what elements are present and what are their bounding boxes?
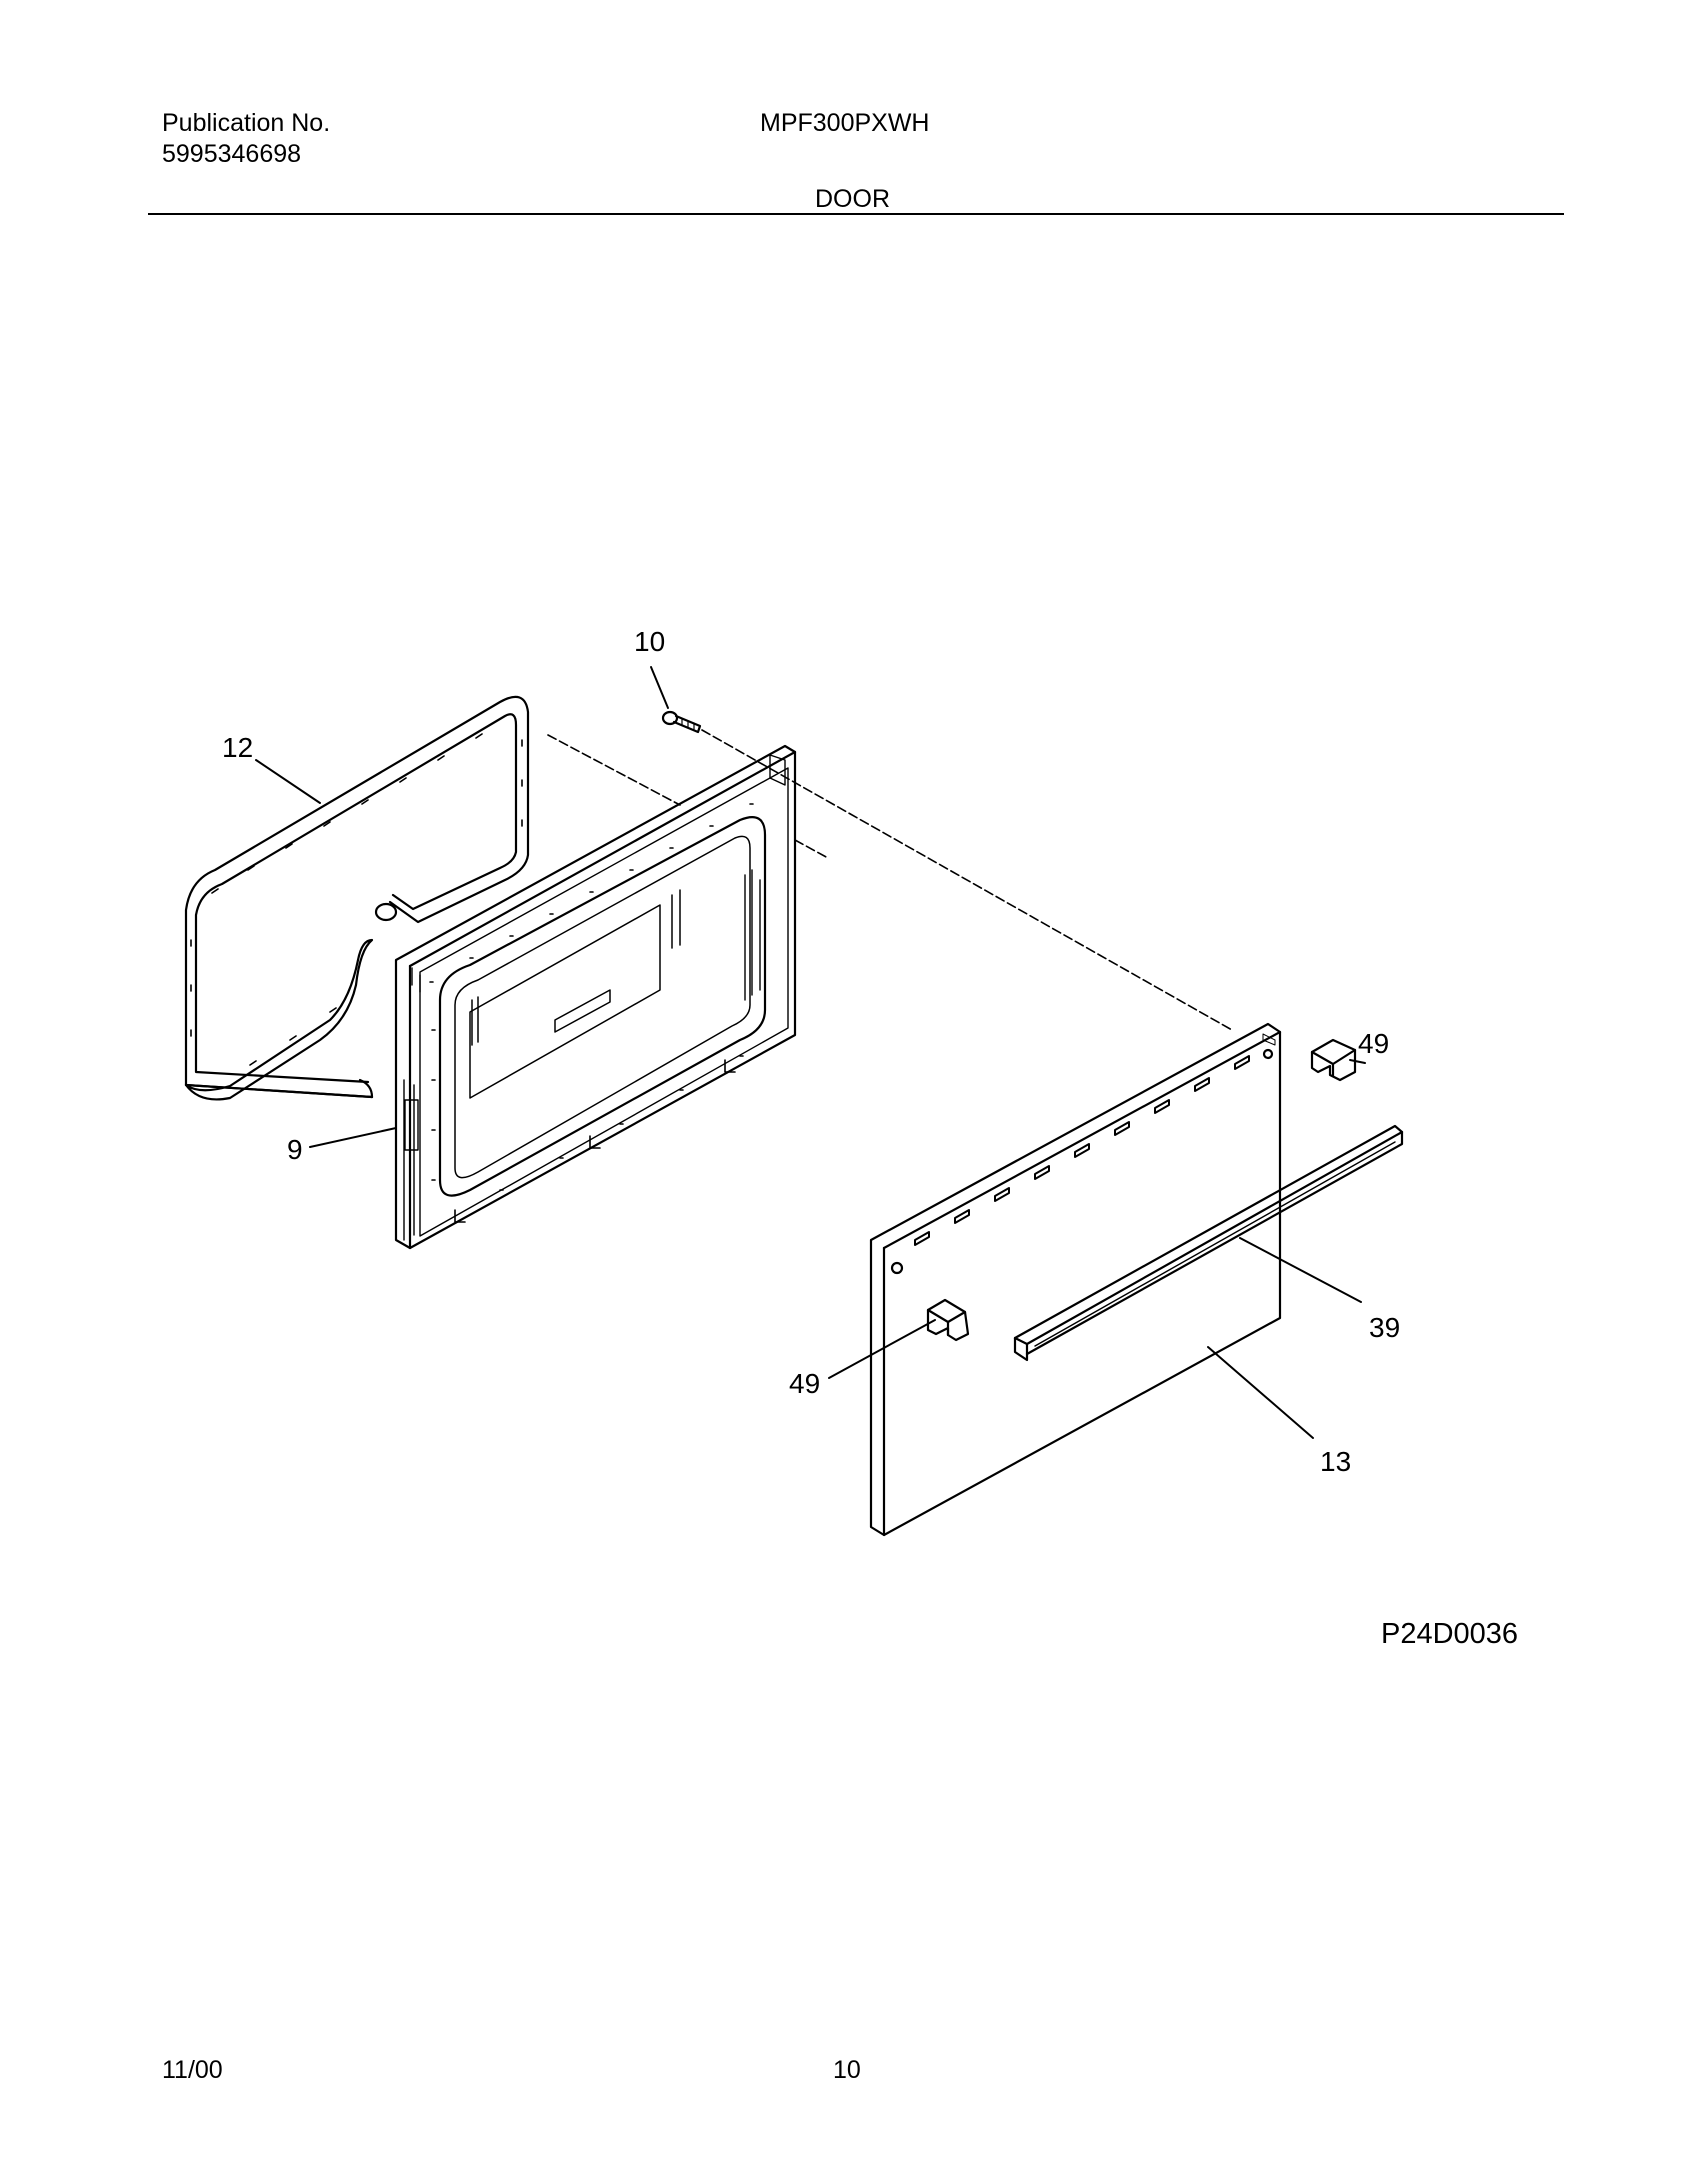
page-number: 10 [833, 2056, 861, 2084]
figure-id: P24D0036 [1381, 1618, 1519, 1650]
callout-49-left: 49 [789, 1368, 821, 1399]
outer-door-panel [869, 1022, 1282, 1537]
leader-lines [255, 666, 1366, 1439]
publication-number: 5995346698 [162, 140, 302, 168]
inner-door-frame [394, 744, 797, 1250]
section-title: DOOR [815, 185, 890, 213]
model-number: MPF300PXWH [760, 109, 930, 137]
callout-9: 9 [287, 1134, 303, 1165]
callout-49-right: 49 [1358, 1028, 1390, 1059]
header-rule [148, 213, 1564, 215]
callout-10: 10 [634, 626, 666, 657]
bracket-right [1310, 1038, 1357, 1082]
door-screw [661, 710, 702, 734]
bracket-left [926, 1298, 970, 1342]
door-gasket [184, 695, 530, 1101]
callout-13: 13 [1320, 1446, 1352, 1477]
callout-39: 39 [1369, 1312, 1401, 1343]
door-handle [1013, 1124, 1404, 1362]
footer-date: 11/00 [162, 2056, 223, 2084]
publication-label: Publication No. [162, 109, 331, 137]
assembly-lines [547, 729, 1233, 1031]
callout-12: 12 [222, 732, 254, 763]
